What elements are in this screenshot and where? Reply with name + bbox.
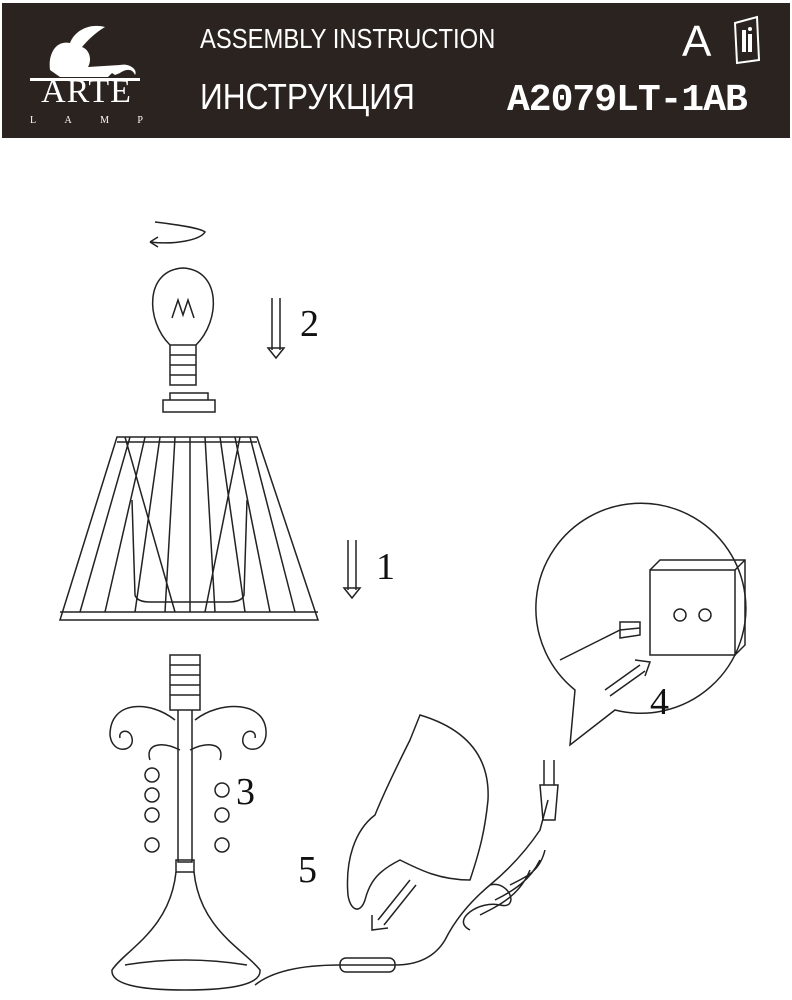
cord-switch xyxy=(339,957,396,973)
language-letter: A xyxy=(682,17,712,66)
brand-name: ARTE xyxy=(41,73,132,110)
step-number-4: 4 xyxy=(650,681,669,723)
brand-letter: A xyxy=(64,115,72,126)
step-number-1: 1 xyxy=(376,546,395,588)
brand-subtitle: L A M P xyxy=(24,115,149,126)
step-number-2: 2 xyxy=(300,303,319,345)
hand xyxy=(346,714,489,910)
manual-book-icon xyxy=(733,15,761,65)
down-arrow-icon xyxy=(266,298,286,360)
cord-coil xyxy=(462,849,546,931)
light-bulb xyxy=(151,267,215,386)
brand-letter: L xyxy=(30,115,37,126)
plug xyxy=(539,760,559,821)
brand-letter: P xyxy=(137,115,143,126)
title-english: ASSEMBLY INSTRUCTION xyxy=(200,23,496,54)
wall-socket xyxy=(649,569,736,656)
brand-letter: M xyxy=(100,115,110,126)
header-banner: ARTE L A M P ASSEMBLY INSTRUCTION ИНСТРУ… xyxy=(2,3,790,138)
lion-logo-icon xyxy=(30,25,140,81)
plug-in-hand xyxy=(559,621,641,661)
step-number-5: 5 xyxy=(298,849,317,891)
lamp-shade xyxy=(58,436,320,621)
title-russian: ИНСТРУКЦИЯ xyxy=(200,76,415,117)
down-arrow-icon xyxy=(342,540,362,600)
callout-bubble xyxy=(535,502,747,747)
insert-arrow-icon xyxy=(604,659,652,697)
ring-nut xyxy=(162,392,216,413)
model-number: A2079LT-1AB xyxy=(507,79,748,122)
rotate-arrow-icon xyxy=(149,221,206,248)
press-arrow-icon xyxy=(371,879,417,931)
power-cord xyxy=(254,799,549,986)
lamp-base xyxy=(109,654,267,991)
step-number-3: 3 xyxy=(236,771,255,813)
